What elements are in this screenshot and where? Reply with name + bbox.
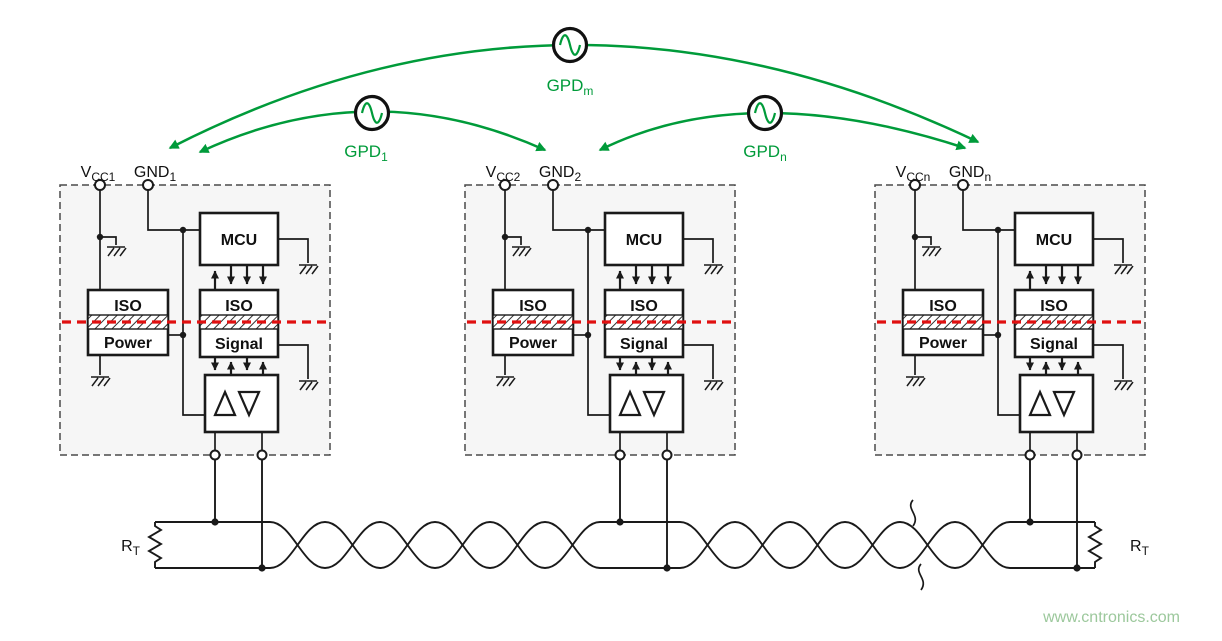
- junction-dot: [663, 564, 671, 572]
- iso-signal-label-bottom: Signal: [215, 336, 263, 353]
- iso-signal-label-top: ISO: [225, 298, 253, 315]
- iso-power-label-bottom: Power: [919, 335, 967, 352]
- sine-wave-icon: [753, 102, 777, 124]
- rt-left-label: RT: [121, 538, 141, 558]
- ground-potential-difference-arcs: GPD1 GPDm GPDn: [168, 26, 980, 164]
- gnd-label: GNDn: [949, 164, 991, 184]
- junction-dot: [211, 518, 219, 526]
- iso-power-label-bottom: Power: [509, 335, 557, 352]
- gpdn-label: GPDn: [743, 142, 787, 164]
- sine-wave-icon: [558, 34, 582, 56]
- iso-power-label-bottom: Power: [104, 335, 152, 352]
- twisted-pair-segment: [269, 521, 601, 569]
- gnd-label: GND2: [539, 164, 582, 184]
- termination-resistor-right: [1087, 522, 1103, 568]
- cable-break-icon: [917, 563, 925, 591]
- iso-power-label-top: ISO: [929, 298, 957, 315]
- cable-break-icon: [909, 499, 917, 527]
- vcc-label: VCC2: [486, 164, 521, 184]
- junction-dot: [616, 518, 624, 526]
- gpd-arc-n: [598, 111, 967, 152]
- isolated-node-2: [465, 180, 735, 460]
- isolated-node-1: [60, 180, 330, 460]
- twisted-pair-segment: [679, 521, 1011, 569]
- iso-signal-label-top: ISO: [630, 298, 658, 315]
- iso-power-label-top: ISO: [114, 298, 142, 315]
- mcu-label: MCU: [626, 232, 662, 249]
- node1-labels: VCC1 GND1 MCU ISO Power ISO Signal: [81, 164, 263, 353]
- rt-right-label: RT: [1130, 538, 1150, 558]
- gnd-label: GND1: [134, 164, 177, 184]
- iso-signal-label-bottom: Signal: [1030, 336, 1078, 353]
- node3-labels: VCCn GNDn MCU ISO Power ISO Signal: [896, 164, 1078, 353]
- node2-labels: VCC2 GND2 MCU ISO Power ISO Signal: [486, 164, 668, 353]
- vcc-label: VCCn: [896, 164, 931, 184]
- twisted-pair-segment: [679, 521, 1011, 569]
- iso-signal-label-top: ISO: [1040, 298, 1068, 315]
- vcc-label: VCC1: [81, 164, 116, 184]
- twisted-pair-bus: [147, 459, 1103, 591]
- twisted-pair-segment: [269, 521, 601, 569]
- gpd1-label: GPD1: [344, 142, 388, 164]
- mcu-label: MCU: [1036, 232, 1072, 249]
- gpdm-label: GPDm: [547, 76, 594, 98]
- junction-dot: [258, 564, 266, 572]
- watermark-text: www.cntronics.com: [1042, 609, 1180, 626]
- junction-dot: [1026, 518, 1034, 526]
- iso-signal-label-bottom: Signal: [620, 336, 668, 353]
- termination-resistor-left: [147, 522, 163, 568]
- sine-wave-icon: [360, 102, 384, 124]
- iso-power-label-top: ISO: [519, 298, 547, 315]
- junction-dot: [1073, 564, 1081, 572]
- isolated-node-3: [875, 180, 1145, 460]
- mcu-label: MCU: [221, 232, 257, 249]
